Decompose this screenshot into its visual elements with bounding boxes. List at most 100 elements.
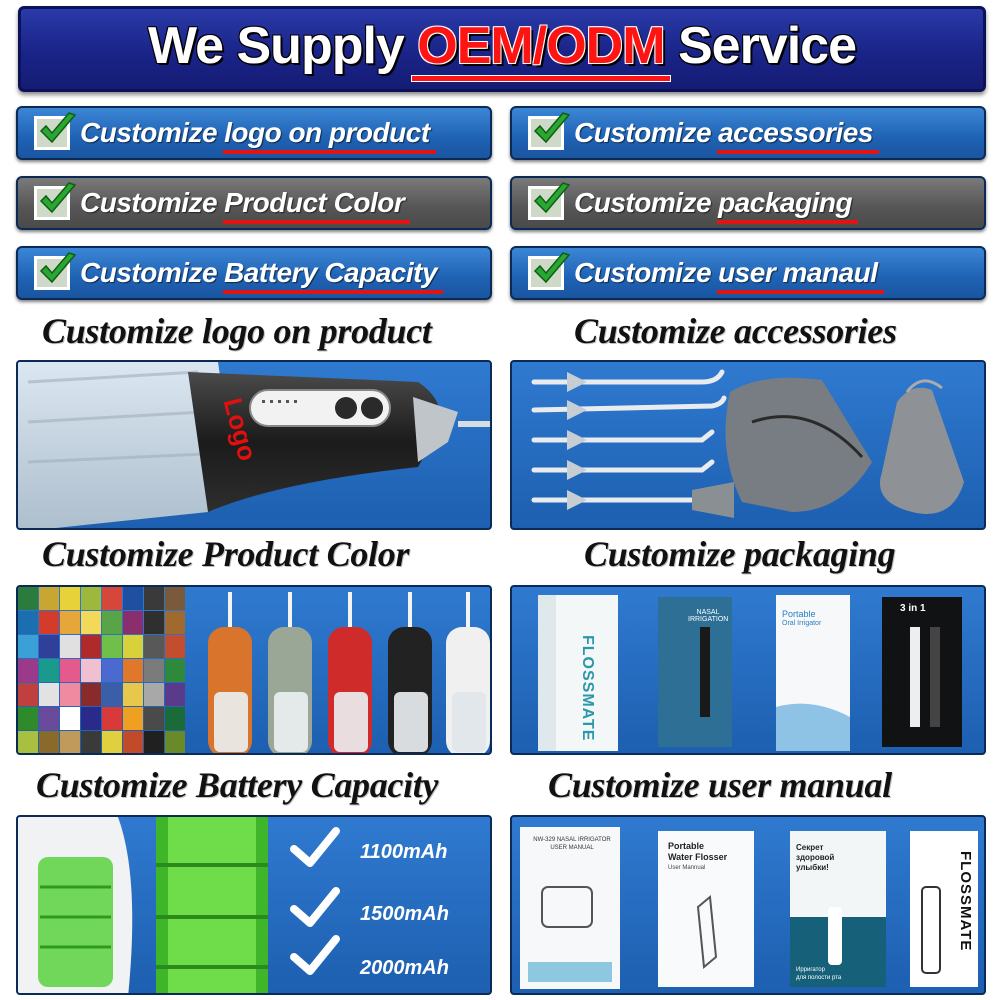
color-swatch [165, 707, 185, 730]
manual3-line2: здоровой [796, 853, 835, 862]
color-swatch [81, 635, 101, 658]
color-swatch [144, 587, 164, 610]
manual2-title1: Portable [668, 841, 705, 851]
color-swatch [123, 659, 143, 682]
color-swatch [81, 707, 101, 730]
capacity-2000: 2000mAh [360, 957, 449, 979]
color-swatch [39, 659, 59, 682]
color-swatch-illustration [18, 587, 490, 753]
banner-accent: OEM/ODM [411, 17, 671, 82]
color-swatch [144, 731, 164, 753]
color-swatch [60, 635, 80, 658]
header-banner: We Supply OEM/ODM Service [18, 6, 986, 92]
manual4-brand: FLOSSMATE [957, 851, 974, 952]
color-swatch [60, 683, 80, 706]
color-swatch [102, 611, 122, 634]
color-swatch [102, 731, 122, 753]
color-swatch [81, 611, 101, 634]
color-swatch [18, 683, 38, 706]
color-swatch [144, 707, 164, 730]
feature-highlight: Battery Capacity [223, 257, 444, 294]
manual3-foot2: для полости рта [796, 975, 842, 981]
capacity-1500: 1500mAh [360, 903, 449, 925]
check-icon [34, 252, 77, 290]
manual3-line1: Секрет [796, 843, 824, 852]
banner-title: We Supply OEM/ODM Service [147, 16, 857, 82]
panel-accessories [510, 360, 986, 530]
color-swatch [81, 731, 101, 753]
box-label-nasal: NASAL IRRIGATION [688, 609, 729, 623]
color-swatch [81, 659, 101, 682]
color-swatch [18, 659, 38, 682]
feature-lead: Customize [80, 257, 218, 288]
manual3-foot1: Ирригатор [796, 967, 825, 973]
color-swatch [39, 635, 59, 658]
water-flosser-illustration [18, 362, 490, 528]
banner-prefix: We Supply [147, 17, 405, 75]
color-swatch [102, 587, 122, 610]
color-swatch [102, 635, 122, 658]
color-swatch [18, 707, 38, 730]
box-brand-flossmate: FLOSSMATE [579, 635, 596, 742]
color-swatch [123, 683, 143, 706]
color-swatch [102, 683, 122, 706]
color-swatch [18, 635, 38, 658]
feature-lead: Customize [574, 187, 712, 218]
manual2-title2: Water Flosser [668, 852, 728, 862]
section-title-battery: Customize Battery Capacity [36, 765, 439, 805]
color-swatch [123, 635, 143, 658]
check-icon [528, 252, 571, 290]
color-swatch [39, 611, 59, 634]
color-swatch [165, 659, 185, 682]
manual2-subtitle: User Mannual [668, 865, 706, 871]
color-swatch [144, 611, 164, 634]
color-swatch [60, 587, 80, 610]
color-swatch [39, 587, 59, 610]
color-swatch [144, 683, 164, 706]
check-icon [528, 112, 571, 150]
color-swatch [123, 587, 143, 610]
feature-highlight: user manaul [717, 257, 885, 294]
color-swatch [81, 683, 101, 706]
panel-user-manual: NW-329 NASAL IRRIGATOR USER MANUAL Porta… [510, 815, 986, 995]
color-swatch [60, 707, 80, 730]
color-swatch [39, 707, 59, 730]
color-swatch [60, 611, 80, 634]
manual-illustration [520, 827, 978, 989]
box-label-oral: Oral Irrigator [782, 620, 822, 627]
feature-lead: Customize [80, 117, 218, 148]
packaging-illustration [538, 595, 962, 751]
section-title-packaging: Customize packaging [584, 534, 896, 574]
panel-battery: 1100mAh 1500mAh 2000mAh [16, 815, 492, 995]
accessories-illustration [531, 369, 964, 518]
color-swatch [165, 587, 185, 610]
color-swatch [123, 731, 143, 753]
section-title-logo: Customize logo on product [42, 311, 432, 351]
color-swatch [39, 731, 59, 753]
color-swatch [102, 659, 122, 682]
feature-highlight: accessories [717, 117, 879, 154]
manual1-title: NW-329 NASAL IRRIGATOR [533, 837, 611, 843]
color-swatch [18, 611, 38, 634]
feature-highlight: packaging [717, 187, 859, 224]
color-swatch [165, 683, 185, 706]
battery-illustration [18, 817, 340, 993]
panel-product-color [16, 585, 492, 755]
color-swatch [144, 635, 164, 658]
color-swatch [165, 611, 185, 634]
feature-highlight: logo on product [223, 117, 436, 154]
capacity-1100: 1100mAh [360, 841, 448, 863]
manual1-subtitle: USER MANUAL [550, 845, 594, 851]
color-swatch [123, 611, 143, 634]
banner-suffix: Service [677, 17, 857, 75]
section-title-manual: Customize user manual [548, 765, 892, 805]
box-label-3in1: 3 in 1 [900, 603, 926, 614]
manual3-line3: улыбки! [796, 863, 829, 872]
check-icon [528, 182, 571, 220]
